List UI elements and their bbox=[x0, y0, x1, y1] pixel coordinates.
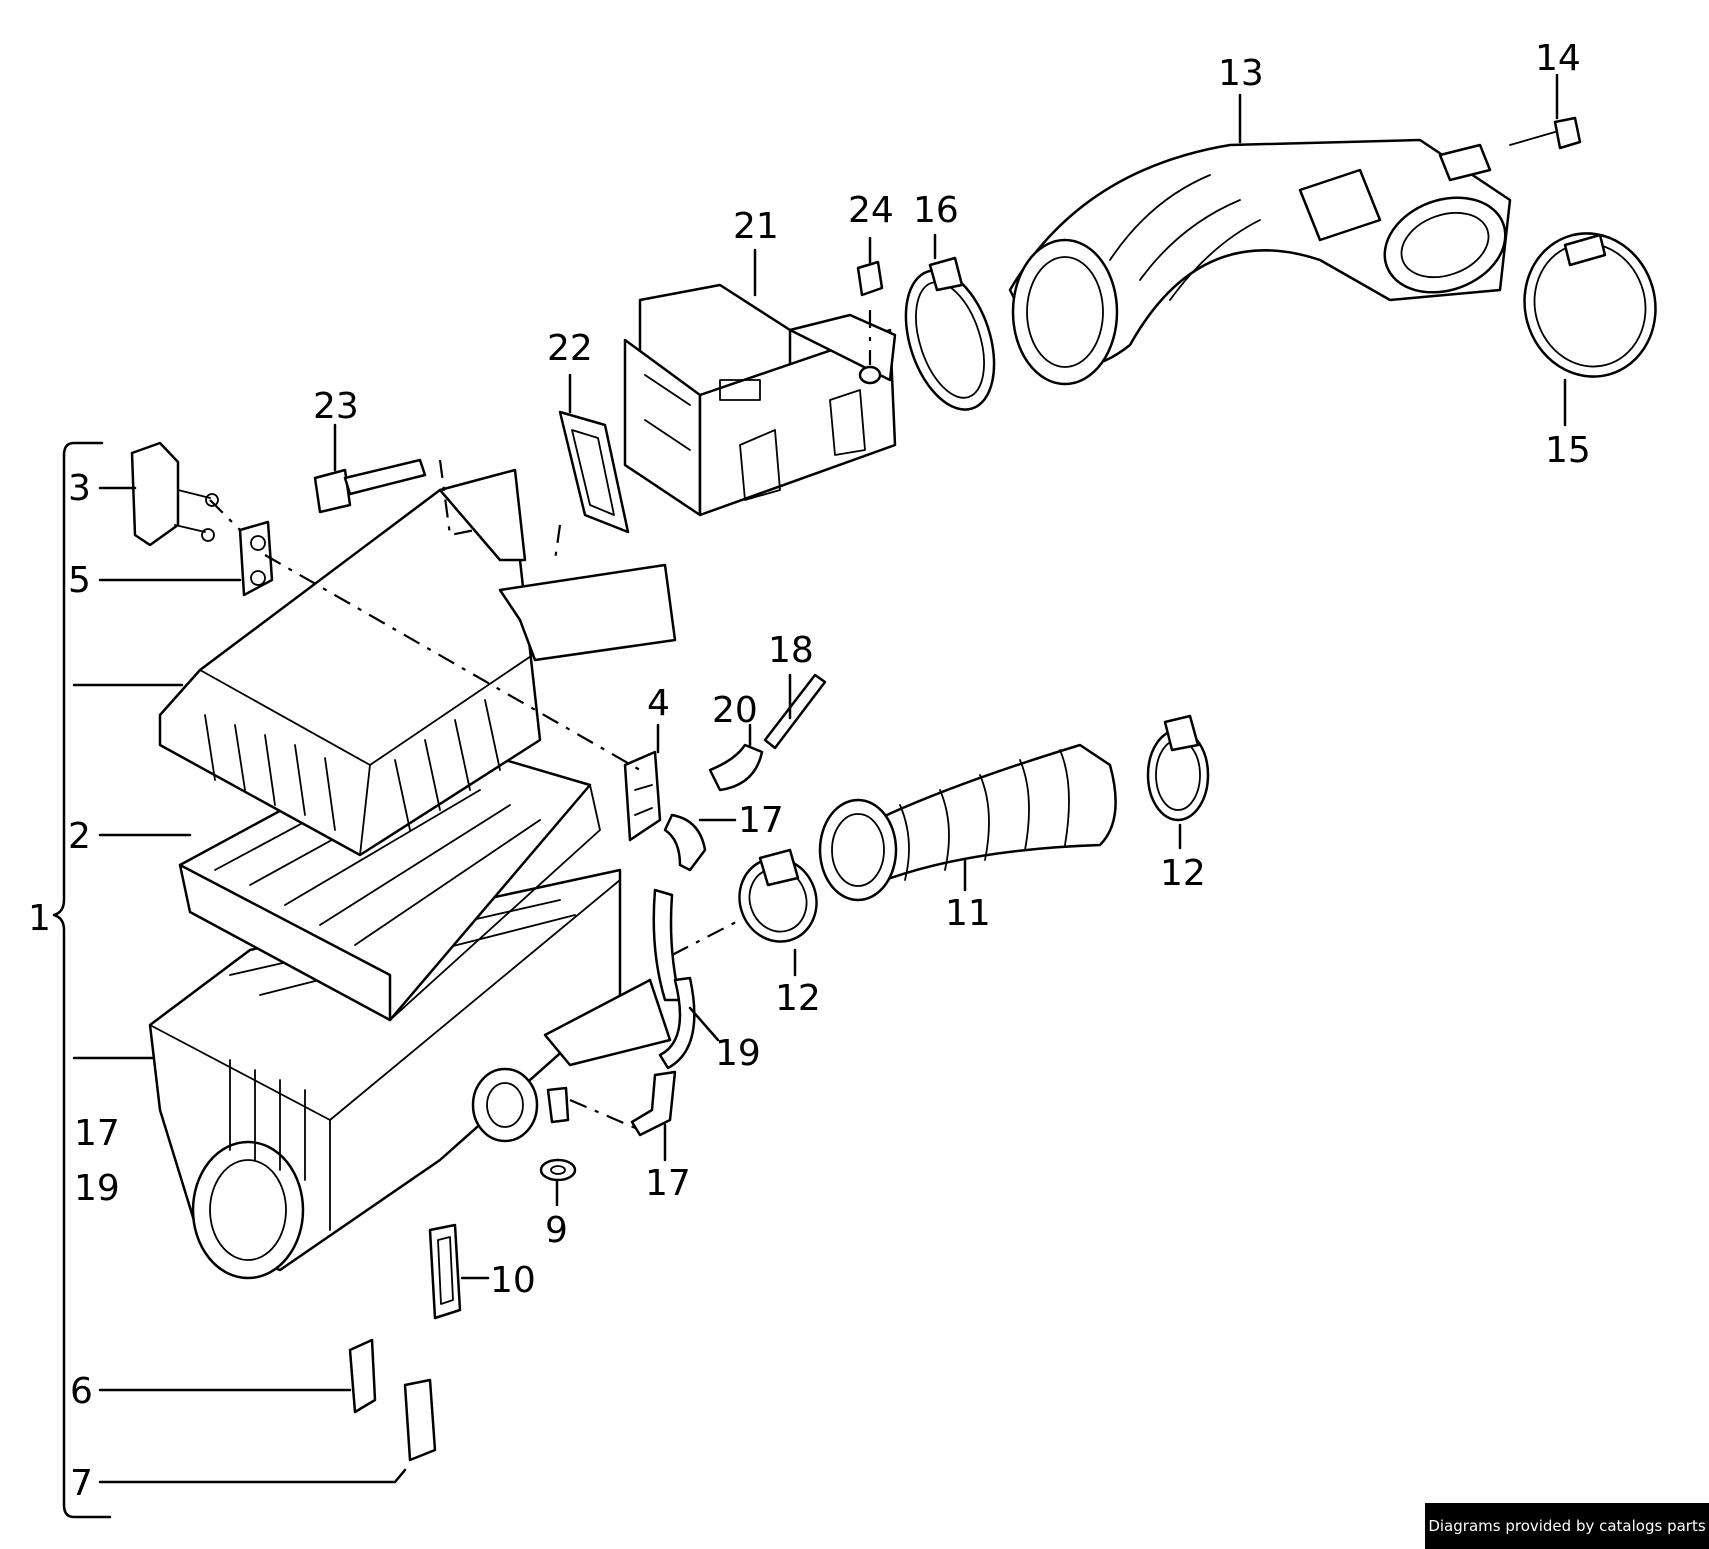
air-filter-upper-lid bbox=[158, 468, 677, 857]
label-17-bottom: 17 bbox=[645, 1163, 691, 1204]
label-17-left: 17 bbox=[74, 1113, 120, 1154]
label-23: 23 bbox=[313, 386, 359, 427]
part-21-air-mass-meter bbox=[623, 283, 897, 517]
label-4: 4 bbox=[647, 683, 670, 724]
part-23-bolt bbox=[313, 458, 427, 514]
label-3: 3 bbox=[68, 468, 91, 509]
group-1-bracket bbox=[52, 441, 184, 1519]
label-5: 5 bbox=[68, 560, 91, 601]
part-17-hose-lower bbox=[630, 1070, 677, 1137]
label-13: 13 bbox=[1218, 53, 1264, 94]
part-22-gasket bbox=[558, 410, 630, 534]
part-13-intake-hose bbox=[1008, 138, 1512, 386]
part-24-plug bbox=[856, 260, 884, 385]
label-6: 6 bbox=[70, 1371, 93, 1412]
label-22: 22 bbox=[547, 328, 593, 369]
label-12-right: 12 bbox=[1160, 853, 1206, 894]
part-18-hose bbox=[763, 673, 827, 750]
label-2: 2 bbox=[68, 816, 91, 857]
label-20: 20 bbox=[712, 690, 758, 731]
part-4-bracket bbox=[623, 750, 662, 842]
part-19-hose bbox=[652, 888, 696, 1070]
label-12-mid: 12 bbox=[775, 978, 821, 1019]
label-21: 21 bbox=[733, 206, 779, 247]
label-11: 11 bbox=[945, 893, 991, 934]
label-19-left: 19 bbox=[74, 1168, 120, 1209]
callout-labels: 1 3 5 2 17 19 6 7 23 22 21 24 16 13 14 1… bbox=[28, 38, 1591, 1504]
label-17-mid: 17 bbox=[738, 800, 784, 841]
part-10-gasket bbox=[428, 1223, 462, 1320]
label-9: 9 bbox=[545, 1210, 568, 1251]
air-filter-lower-housing bbox=[148, 868, 672, 1280]
part-20-hose bbox=[708, 743, 764, 792]
part-16-clamp bbox=[904, 256, 996, 411]
label-7: 7 bbox=[70, 1463, 93, 1504]
label-19-mid: 19 bbox=[715, 1033, 761, 1074]
part-5-gasket bbox=[238, 520, 274, 597]
label-18: 18 bbox=[768, 630, 814, 671]
label-14: 14 bbox=[1535, 38, 1581, 79]
part-3-sensor bbox=[130, 441, 219, 547]
part-17-hose-upper bbox=[663, 813, 707, 872]
part-7-clip bbox=[403, 1378, 437, 1462]
label-16: 16 bbox=[913, 190, 959, 231]
part-6-clip bbox=[348, 1338, 377, 1414]
label-24: 24 bbox=[848, 190, 894, 231]
part-12-clamp-lower bbox=[738, 848, 818, 943]
label-1: 1 bbox=[28, 898, 51, 939]
credit-text: Diagrams provided by catalogs parts bbox=[1428, 1517, 1706, 1535]
part-11-corrugated-hose bbox=[818, 743, 1117, 902]
part-14-screw bbox=[1509, 116, 1582, 150]
part-15-clamp bbox=[1523, 232, 1657, 378]
label-15: 15 bbox=[1545, 430, 1591, 471]
leader-lines bbox=[98, 73, 1567, 1484]
part-9-washer bbox=[539, 1086, 577, 1182]
assembly-lines bbox=[209, 310, 872, 1132]
label-10: 10 bbox=[490, 1260, 536, 1301]
credit-footer: Diagrams provided by catalogs parts bbox=[1425, 1503, 1709, 1549]
part-12-clamp-upper bbox=[1146, 714, 1210, 822]
